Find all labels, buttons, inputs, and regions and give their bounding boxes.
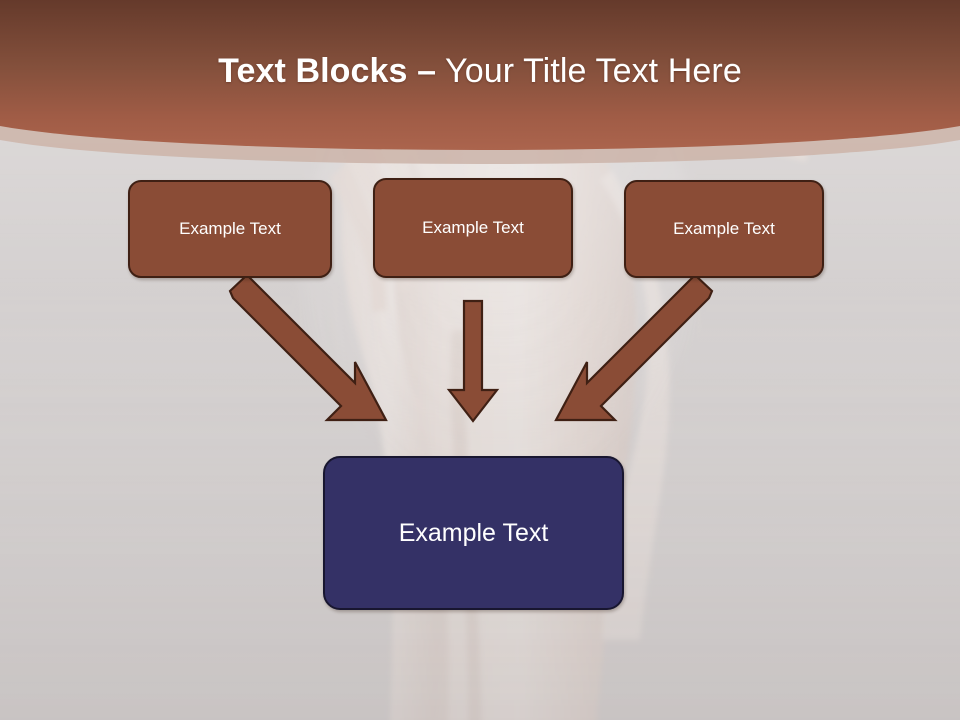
title-banner [0, 0, 960, 164]
text-block-2-label: Example Text [422, 218, 524, 237]
text-block-2[interactable]: Example Text [373, 178, 573, 278]
page-title: Text Blocks – Your Title Text Here [0, 50, 960, 92]
banner-fill [0, 0, 960, 150]
result-text-block-label: Example Text [398, 518, 549, 547]
text-block-1-label: Example Text [179, 219, 281, 238]
text-block-3-label: Example Text [673, 219, 775, 238]
result-text-block[interactable]: Example Text [323, 456, 624, 610]
text-block-1[interactable]: Example Text [128, 180, 332, 278]
title-bold-part: Text Blocks – [218, 52, 437, 90]
title-regular-part: Your Title Text Here [436, 52, 742, 90]
text-block-3[interactable]: Example Text [624, 180, 824, 278]
